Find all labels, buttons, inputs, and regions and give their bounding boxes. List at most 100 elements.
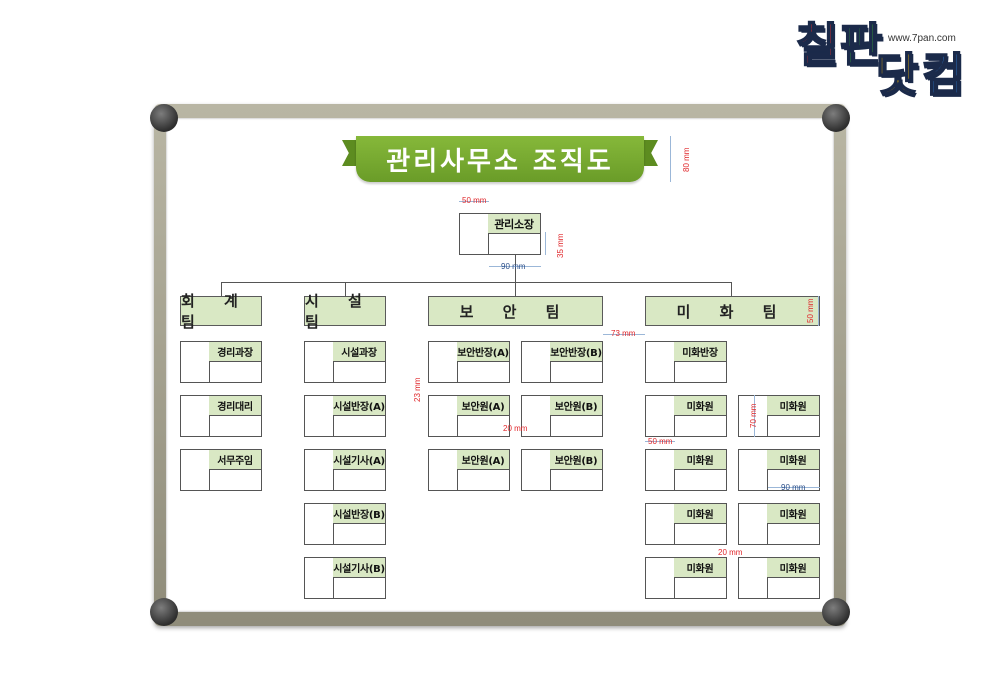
security-a-card-1: 보안반장(A): [428, 341, 510, 383]
security-b-card-3: 보안원(B): [521, 449, 603, 491]
dim-left-offset: 50 mm: [648, 437, 673, 446]
corner-cap-top-right: [822, 104, 850, 132]
accounting-card-2: 경리대리: [180, 395, 262, 437]
photo-slot: [646, 450, 675, 490]
card-title: 미화원: [674, 396, 726, 416]
brand-url: www.7pan.com: [888, 33, 956, 44]
brand-char-1: 칠: [795, 18, 839, 72]
card-title: 관리소장: [488, 214, 540, 234]
photo-slot: [739, 396, 768, 436]
photo-slot: [181, 396, 210, 436]
head-card: 관리소장: [459, 213, 541, 255]
accounting-card-1: 경리과장: [180, 341, 262, 383]
photo-slot: [646, 558, 675, 598]
card-title: 미화원: [767, 558, 819, 578]
connector-horizontal: [221, 282, 732, 283]
photo-slot: [739, 450, 768, 490]
dim-card-width: 90 mm: [781, 483, 806, 492]
photo-slot: [181, 342, 210, 382]
connector-security: [515, 282, 516, 296]
cleaning-b-card-1: 미화원: [738, 395, 820, 437]
card-title: 미화원: [674, 504, 726, 524]
dim-line-head-width: [489, 266, 541, 267]
photo-slot: [429, 396, 458, 436]
card-title: 시설반장(B): [333, 504, 385, 524]
security-b-card-1: 보안반장(B): [521, 341, 603, 383]
facilities-card-4: 시설반장(B): [304, 503, 386, 545]
card-title: 미화원: [674, 450, 726, 470]
corner-cap-bottom-right: [822, 598, 850, 626]
facilities-card-3: 시설기사(A): [304, 449, 386, 491]
facilities-card-2: 시설반장(A): [304, 395, 386, 437]
facilities-card-1: 시설과장: [304, 341, 386, 383]
photo-slot: [646, 504, 675, 544]
photo-slot: [646, 396, 675, 436]
photo-slot: [305, 342, 334, 382]
brand-char-3: 닷: [875, 48, 919, 102]
security-a-card-2: 보안원(A): [428, 395, 510, 437]
dim-head-width: 90 mm: [501, 262, 526, 271]
team-security: 보 안 팀: [428, 296, 603, 326]
dim-title-height: 80 mm: [682, 147, 691, 172]
card-title: 미화원: [767, 450, 819, 470]
photo-slot: [739, 558, 768, 598]
dim-team-height: 50 mm: [806, 298, 815, 323]
card-title: 미화원: [767, 504, 819, 524]
facilities-card-5: 시설기사(B): [304, 557, 386, 599]
security-a-card-3: 보안원(A): [428, 449, 510, 491]
corner-cap-bottom-left: [150, 598, 178, 626]
dim-line-team-height: [818, 296, 819, 326]
photo-slot: [522, 450, 551, 490]
team-facilities: 시 설 팀: [304, 292, 386, 331]
dim-line-card-height: [754, 395, 755, 437]
card-title: 보안원(A): [457, 450, 509, 470]
connector-facilities: [345, 282, 346, 296]
card-title: 보안원(A): [457, 396, 509, 416]
photo-slot: [181, 450, 210, 490]
security-b-card-2: 보안원(B): [521, 395, 603, 437]
photo-slot: [305, 450, 334, 490]
photo-slot: [305, 504, 334, 544]
photo-slot: [460, 214, 489, 254]
dim-line-team-gap: [603, 334, 645, 335]
dim-line-head-offset: [459, 201, 489, 202]
photo-slot: [522, 342, 551, 382]
photo-slot: [646, 342, 675, 382]
photo-slot: [305, 558, 334, 598]
dim-col-gap: 20 mm: [503, 424, 528, 433]
team-accounting: 회 계 팀: [180, 292, 262, 331]
dim-line-head-height: [545, 232, 546, 255]
card-title: 시설과장: [333, 342, 385, 362]
photo-slot: [739, 504, 768, 544]
dim-team-gap: 73 mm: [611, 329, 636, 338]
dim-bottom-gap: 20 mm: [718, 548, 743, 557]
brand-char-2: 판: [839, 18, 883, 72]
accounting-card-3: 서무주임: [180, 449, 262, 491]
card-title: 경리과장: [209, 342, 261, 362]
card-title: 보안원(B): [550, 450, 602, 470]
cleaning-a-card-2: 미화원: [645, 449, 727, 491]
dim-head-height: 35 mm: [556, 233, 565, 258]
card-title: 보안원(B): [550, 396, 602, 416]
cleaning-b-card-3: 미화원: [738, 503, 820, 545]
chart-title: 관리사무소 조직도: [356, 136, 644, 182]
photo-slot: [429, 342, 458, 382]
dim-head-offset: 50 mm: [462, 196, 487, 205]
card-title: 미화원: [767, 396, 819, 416]
cleaning-a-card-1: 미화원: [645, 395, 727, 437]
dim-row-gap: 23 mm: [413, 377, 422, 402]
photo-slot: [522, 396, 551, 436]
card-title: 보안반장(B): [550, 342, 602, 362]
card-title: 시설기사(A): [333, 450, 385, 470]
connector-accounting: [221, 282, 222, 296]
cleaning-b-card-2: 미화원: [738, 449, 820, 491]
team-cleaning: 미 화 팀: [645, 296, 820, 326]
dim-card-height: 70 mm: [749, 403, 758, 428]
dim-line-left-offset: [645, 441, 675, 442]
card-title: 미화반장: [674, 342, 726, 362]
photo-slot: [305, 396, 334, 436]
connector-head-down: [515, 255, 516, 282]
cleaning-b-card-4: 미화원: [738, 557, 820, 599]
card-title: 경리대리: [209, 396, 261, 416]
cleaning-leader-card: 미화반장: [645, 341, 727, 383]
